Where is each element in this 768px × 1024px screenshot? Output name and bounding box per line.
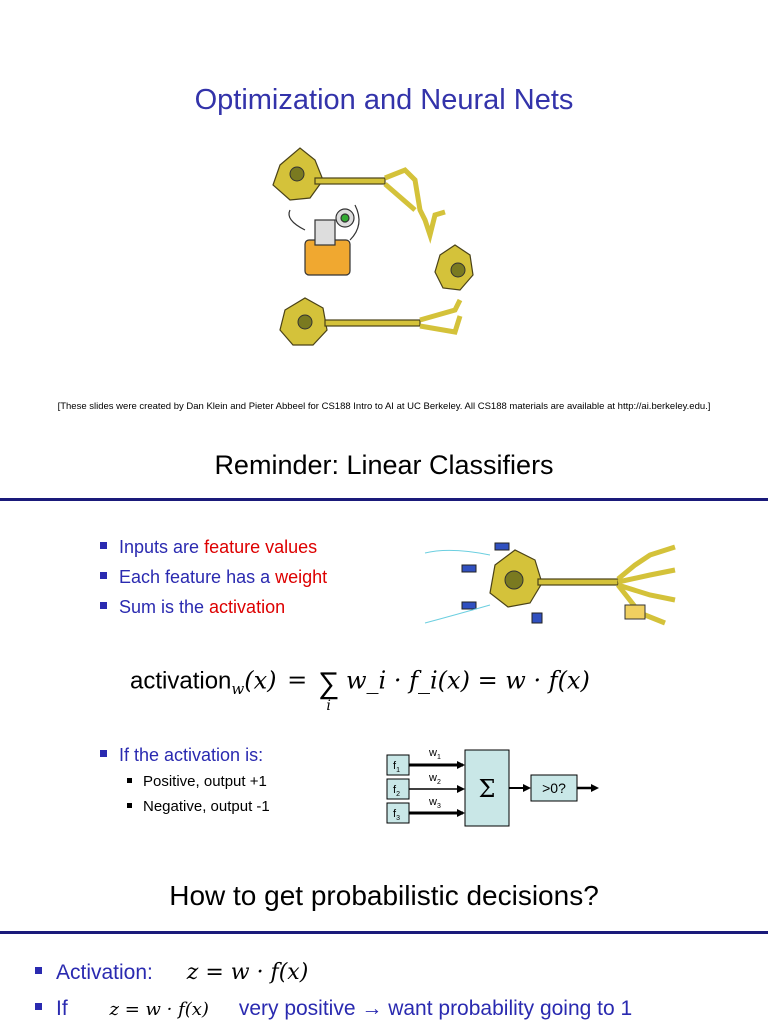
bullet-marker: [35, 966, 42, 974]
weight-label-1: w1: [428, 747, 441, 761]
sum-box: [464, 749, 510, 827]
slide3-title: How to get probabilistic decisions?: [169, 880, 599, 911]
input-label-2: f2: [393, 784, 400, 798]
bullet-if-positive: If z = w · f(x) very positive → want pro…: [35, 997, 632, 1021]
sub-bullet-negative: Negative, output -1: [127, 798, 270, 815]
neuron-illustration: [424, 542, 676, 626]
formula-activation-word: activation: [130, 667, 232, 695]
bullet-activation: Sum is the activation: [100, 597, 285, 618]
bullet-marker: [35, 1002, 42, 1010]
formula-rhs: w_i · f_i(x) = w · f(x): [346, 666, 590, 695]
formula-arg: (x): [244, 666, 277, 695]
weight-label-2: w2: [428, 772, 441, 786]
bullet-marker: [100, 601, 107, 609]
sum-symbol: ∑: [317, 667, 340, 700]
slide2-divider: [0, 498, 768, 501]
bullet-inputs: Inputs are feature values: [100, 537, 317, 558]
sub-bullet-positive: Positive, output +1: [127, 773, 267, 790]
formula-subscript: w: [231, 680, 245, 699]
credit-note: [These slides were created by Dan Klein …: [57, 401, 711, 412]
threshold-label: >0?: [542, 780, 566, 796]
sum-index: i: [326, 698, 331, 714]
sum-symbol-label: Σ: [479, 775, 496, 803]
weight-label-3: w3: [428, 796, 441, 810]
bullet-condition: If the activation is:: [100, 745, 263, 766]
bullet-weights: Each feature has a weight: [100, 567, 327, 588]
bullet-marker: [100, 571, 107, 579]
input-label-1: f1: [393, 760, 400, 774]
perceptron-diagram: f1 f2 f3 w1 w2 w3 Σ >0?: [386, 747, 599, 827]
sub-bullet-marker: [127, 777, 132, 783]
slide2-title: Reminder: Linear Classifiers: [214, 450, 554, 480]
bullet-marker: [100, 749, 107, 757]
slide3-divider: [0, 931, 768, 934]
bullet-marker: [100, 541, 107, 549]
bullet-activation-def: Activation: z = w · f(x): [35, 960, 308, 985]
sub-bullet-marker: [127, 802, 132, 808]
slide1-title: Optimization and Neural Nets: [194, 84, 574, 116]
neuron-robot-illustration: [272, 147, 474, 346]
activation-formula: activationw(x) = ∑ i w_i · f_i(x) = w · …: [130, 666, 590, 714]
input-label-3: f3: [393, 808, 400, 822]
